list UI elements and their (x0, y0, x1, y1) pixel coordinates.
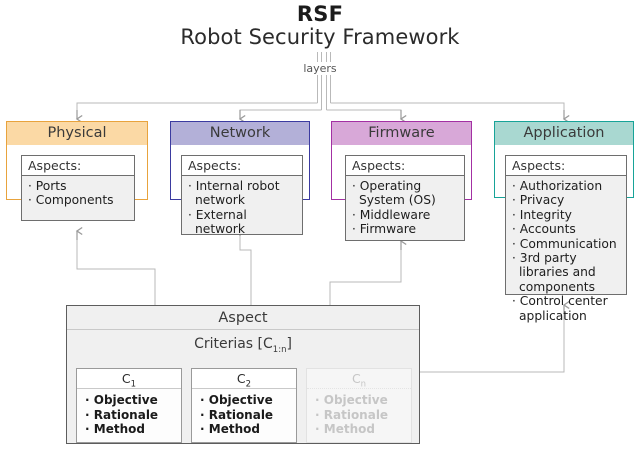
aspect-item: · Authorization (512, 179, 603, 193)
aspects-list-network: · Internal robot network · External netw… (182, 176, 302, 241)
criteria-label-cn: Cn (307, 369, 411, 390)
aspect-item: · Components (28, 193, 114, 208)
bullet-icon: · (352, 207, 356, 222)
aspects-box-firmware: Aspects: · Operating System (OS) · Middl… (345, 155, 465, 241)
bullet-icon: · (512, 179, 516, 193)
aspect-item: · Internal robot network (188, 179, 280, 208)
criteria-label-c1: C1 (77, 369, 181, 390)
criteria-item: · Method (85, 422, 145, 436)
criteria-items-cn: · Objective · Rationale · Method (307, 389, 411, 442)
criteria-item: · Rationale (315, 407, 389, 422)
bullet-icon: · (85, 422, 90, 436)
aspects-box-network: Aspects: · Internal robot network · Exte… (181, 155, 303, 236)
aspects-list-firmware: · Operating System (OS) · Middleware · F… (346, 176, 464, 241)
criteria-item: · Objective (85, 393, 158, 407)
aspect-panel-title: Aspect (67, 306, 419, 330)
bullet-icon: · (315, 393, 320, 407)
bullet-icon: · (188, 179, 192, 193)
aspect-item: · Middleware (352, 207, 431, 222)
criteria-column-c1[interactable]: C1 · Objective · Rationale · Method (76, 368, 182, 443)
aspects-list-application: · Authorization · Privacy · Integrity · … (506, 176, 626, 327)
layer-title-network: Network (171, 122, 309, 145)
aspect-item: · Ports (28, 179, 67, 193)
layer-box-network[interactable]: Network Aspects: · Internal robot networ… (170, 121, 310, 236)
criteria-columns: C1 · Objective · Rationale · Method C2 ·… (76, 368, 412, 443)
bullet-icon: · (200, 393, 205, 407)
bullet-icon: · (512, 193, 516, 208)
criteria-items-c2: · Objective · Rationale · Method (192, 389, 296, 442)
criteria-item: · Method (315, 422, 375, 436)
aspects-label-firmware: Aspects: (346, 156, 464, 176)
layer-box-firmware[interactable]: Firmware Aspects: · Operating System (OS… (331, 121, 472, 241)
bullet-icon: · (352, 179, 356, 193)
bullet-icon: · (28, 193, 32, 208)
layers-relation-label: layers (0, 62, 640, 75)
bullet-icon: · (512, 251, 516, 266)
aspects-box-application: Aspects: · Authorization · Privacy · Int… (505, 155, 627, 323)
layer-box-physical[interactable]: Physical Aspects: · Ports · Components (6, 121, 148, 221)
aspects-label-physical: Aspects: (22, 156, 134, 176)
bullet-icon: · (188, 207, 192, 222)
bullet-icon: · (200, 422, 205, 436)
layer-title-physical: Physical (7, 122, 147, 145)
criteria-label-c2: C2 (192, 369, 296, 390)
aspects-list-physical: · Ports · Components (22, 176, 134, 212)
criteria-column-c2[interactable]: C2 · Objective · Rationale · Method (191, 368, 297, 443)
aspect-panel[interactable]: Aspect Criterias [C1:n] C1 · Objective ·… (66, 305, 420, 444)
aspects-box-physical: Aspects: · Ports · Components (21, 155, 135, 221)
criteria-item: · Objective (315, 393, 388, 407)
bullet-icon: · (315, 422, 320, 436)
bullet-icon: · (512, 207, 516, 222)
aspect-item: · External network (188, 207, 247, 237)
aspect-item: · Firmware (352, 222, 417, 237)
bullet-icon: · (85, 407, 90, 422)
criterias-subscript: 1:n (272, 344, 287, 355)
criterias-title: Criterias [C1:n] (194, 336, 292, 355)
aspect-item: · Control center application (512, 294, 608, 323)
bullet-icon: · (512, 222, 516, 237)
bullet-icon: · (28, 179, 32, 193)
criteria-item: · Rationale (85, 407, 159, 422)
bullet-icon: · (315, 407, 320, 422)
bullet-icon: · (85, 393, 90, 407)
bullet-icon: · (512, 236, 516, 251)
page-title-acronym: RSF (296, 2, 344, 26)
layer-box-application[interactable]: Application Aspects: · Authorization · P… (494, 121, 634, 323)
page-title: Robot Security Framework (180, 25, 460, 49)
aspect-item: · Privacy (512, 193, 565, 208)
aspect-item: · Communication (512, 236, 617, 251)
criteria-item: · Objective (200, 393, 273, 407)
layer-title-firmware: Firmware (332, 122, 471, 145)
bullet-icon: · (200, 407, 205, 422)
layer-title-application: Application (495, 122, 633, 145)
criteria-item: · Rationale (200, 407, 274, 422)
criteria-item: · Method (200, 422, 260, 436)
bullet-icon: · (352, 222, 356, 237)
aspects-label-network: Aspects: (182, 156, 302, 176)
criteria-items-c1: · Objective · Rationale · Method (77, 389, 181, 442)
criteria-column-cn[interactable]: Cn · Objective · Rationale · Method (306, 368, 412, 443)
aspect-item: · 3rd party libraries and components (512, 251, 596, 294)
bullet-icon: · (512, 294, 516, 309)
aspects-label-application: Aspects: (506, 156, 626, 176)
aspect-item: · Operating System (OS) (352, 179, 436, 208)
aspect-item: · Accounts (512, 222, 576, 237)
aspect-item: · Integrity (512, 207, 572, 222)
